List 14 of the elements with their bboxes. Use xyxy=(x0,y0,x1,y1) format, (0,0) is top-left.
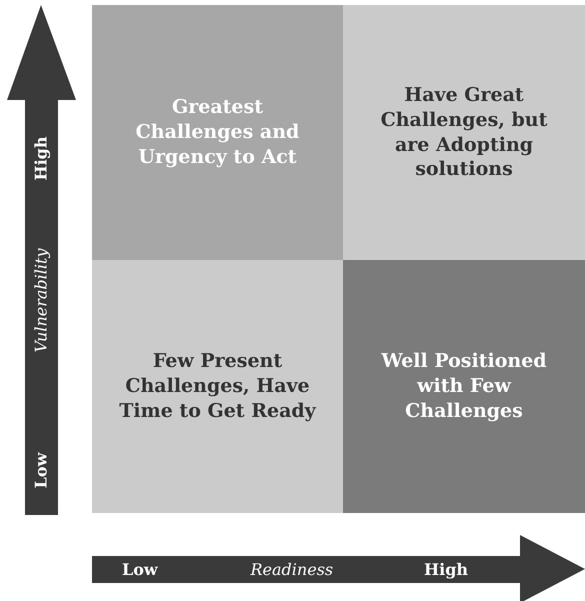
quadrant-label: Have Great Challenges, but are Adopting solutions xyxy=(380,83,548,182)
axis-label: High xyxy=(424,560,468,578)
axis-label: Low xyxy=(31,452,50,488)
quadrant-label: Well Positioned with Few Challenges xyxy=(380,349,548,424)
axis-label: High xyxy=(32,136,50,180)
quadrant-box xyxy=(343,260,585,513)
quadrant-box xyxy=(343,5,585,260)
quadrant-label: Greatest Challenges and Urgency to Act xyxy=(134,95,300,170)
quadrant-box xyxy=(92,5,343,260)
quadrant-label: Few Present Challenges, Have Time to Get Ready xyxy=(118,349,318,424)
quadrant-box xyxy=(92,260,343,513)
axis-label: Low xyxy=(122,560,158,578)
axis-label: Vulnerability xyxy=(32,248,50,352)
axis-label: Readiness xyxy=(250,560,334,578)
